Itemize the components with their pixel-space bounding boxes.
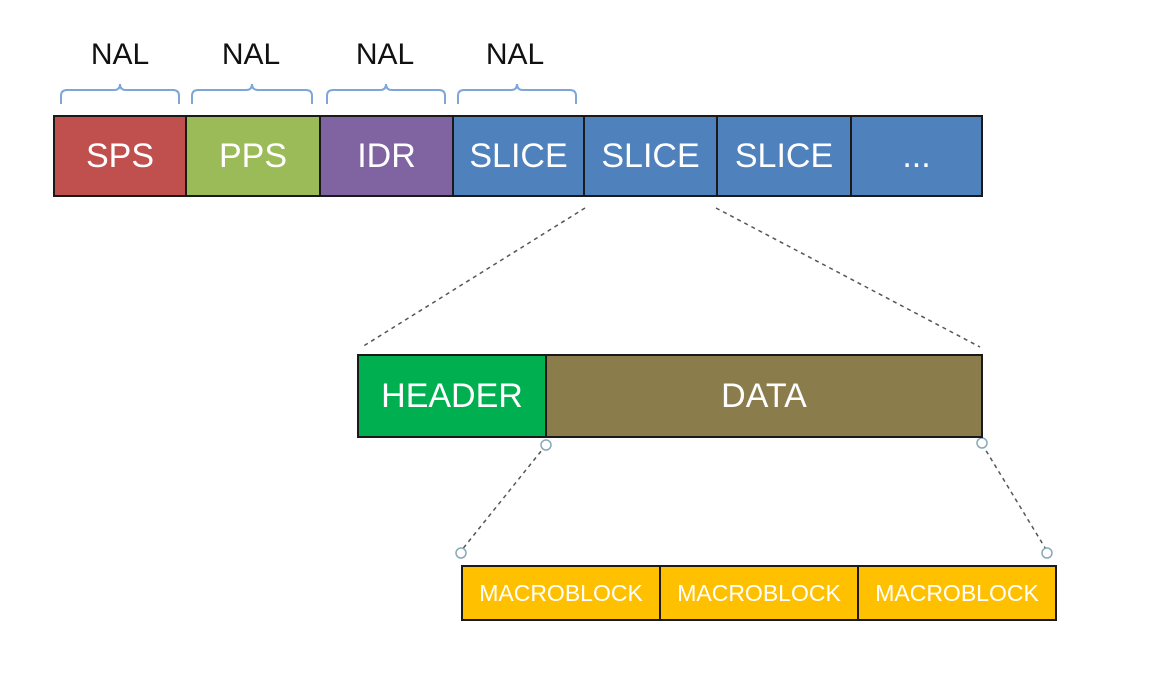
nal-bracket xyxy=(457,83,577,104)
slice-unit: SLICE xyxy=(454,117,585,195)
selection-handle xyxy=(976,437,988,449)
nal-bracket xyxy=(326,83,446,104)
nal-label: NAL xyxy=(485,38,545,71)
idr-unit: IDR xyxy=(321,117,454,195)
nal-stream: SPS PPS IDR SLICE SLICE SLICE ... xyxy=(53,115,983,197)
zoom-connector-line xyxy=(361,207,586,348)
zoom-connector-line xyxy=(981,443,1048,552)
selection-handle xyxy=(540,439,552,451)
macroblock: MACROBLOCK xyxy=(463,567,661,619)
nal-label: NAL xyxy=(90,38,150,71)
pps-unit: PPS xyxy=(187,117,321,195)
nal-label: NAL xyxy=(355,38,415,71)
nal-bracket xyxy=(60,83,180,104)
slice-unit: SLICE xyxy=(718,117,852,195)
macroblock: MACROBLOCK xyxy=(859,567,1055,619)
selection-handle xyxy=(1041,547,1053,559)
slice-header-block: HEADER xyxy=(359,356,547,436)
macroblock: MACROBLOCK xyxy=(661,567,859,619)
zoom-connector-line xyxy=(715,207,981,348)
nal-label: NAL xyxy=(221,38,281,71)
sps-unit: SPS xyxy=(55,117,187,195)
slice-data-block: DATA xyxy=(547,356,981,436)
slice-unit: SLICE xyxy=(585,117,718,195)
zoom-connector-line xyxy=(460,444,547,552)
ellipsis-unit: ... xyxy=(852,117,981,195)
slice-structure: HEADER DATA xyxy=(357,354,983,438)
macroblock-row: MACROBLOCK MACROBLOCK MACROBLOCK xyxy=(461,565,1057,621)
nal-bracket xyxy=(191,83,313,104)
selection-handle xyxy=(455,547,467,559)
